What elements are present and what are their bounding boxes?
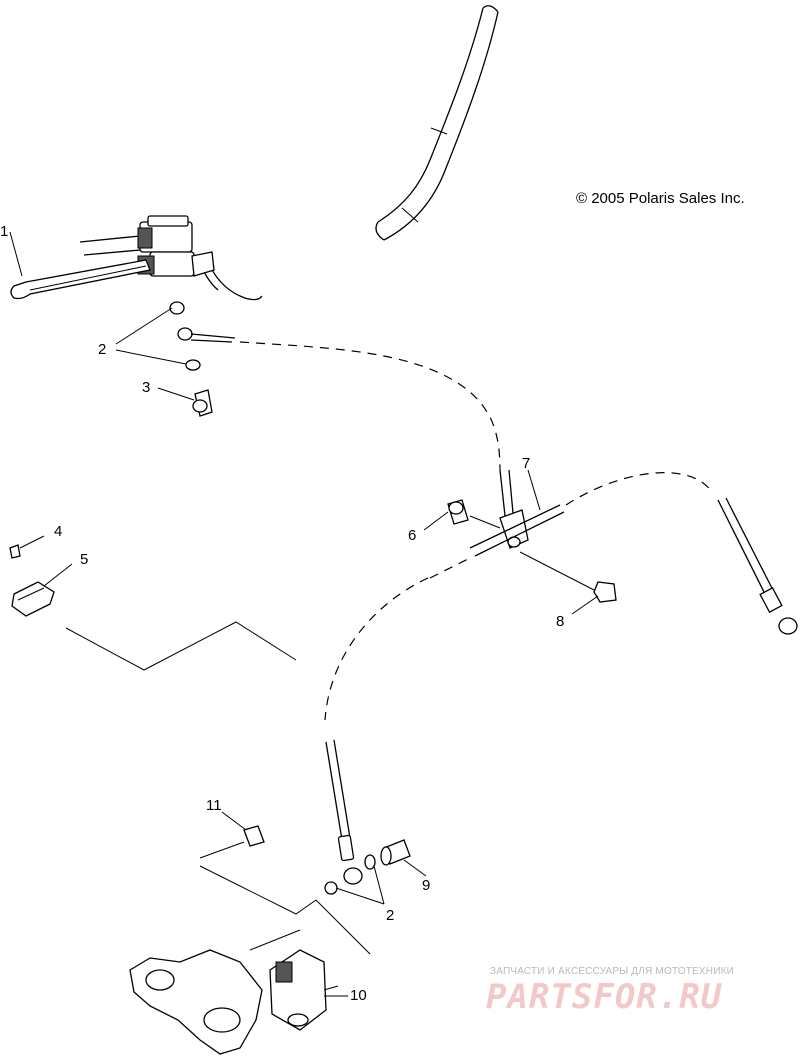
callout-2-lower: 2 bbox=[386, 907, 394, 924]
callout-2: 2 bbox=[98, 341, 106, 358]
copyright-notice: © 2005 Polaris Sales Inc. bbox=[576, 190, 745, 207]
routing-lines bbox=[65, 577, 429, 721]
upper-brake-line bbox=[169, 301, 501, 471]
watermark-tagline: ЗАПЧАСТИ И АКСЕССУАРЫ ДЛЯ МОТОТЕХНИКИ bbox=[490, 966, 734, 977]
clip-and-screw bbox=[9, 544, 55, 617]
callout-11: 11 bbox=[206, 797, 222, 814]
brake-caliper-assembly bbox=[129, 825, 371, 1055]
callout-9: 9 bbox=[422, 877, 430, 894]
callout-6: 6 bbox=[408, 527, 416, 544]
leader-lines bbox=[9, 231, 599, 997]
callout-3: 3 bbox=[142, 379, 150, 396]
callout-8: 8 bbox=[556, 613, 564, 630]
lower-brake-line bbox=[324, 739, 411, 895]
callout-1: 1 bbox=[0, 223, 8, 240]
brake-master-cylinder bbox=[10, 215, 215, 300]
callout-7: 7 bbox=[522, 455, 530, 472]
watermark: ЗАПЧАСТИ И АКСЕССУАРЫ ДЛЯ МОТОТЕХНИКИ PA… bbox=[486, 966, 734, 1017]
callout-5: 5 bbox=[80, 551, 88, 568]
banjo-bolt bbox=[192, 389, 213, 417]
watermark-logo: PARTSFOR.RU bbox=[486, 977, 723, 1017]
callout-4: 4 bbox=[54, 523, 62, 540]
brake-line-junction bbox=[429, 469, 798, 635]
callout-10: 10 bbox=[350, 987, 367, 1004]
handlebar bbox=[197, 5, 499, 301]
callout-labels: 1 2 3 4 5 6 7 8 9 2 10 11 bbox=[0, 223, 564, 1004]
